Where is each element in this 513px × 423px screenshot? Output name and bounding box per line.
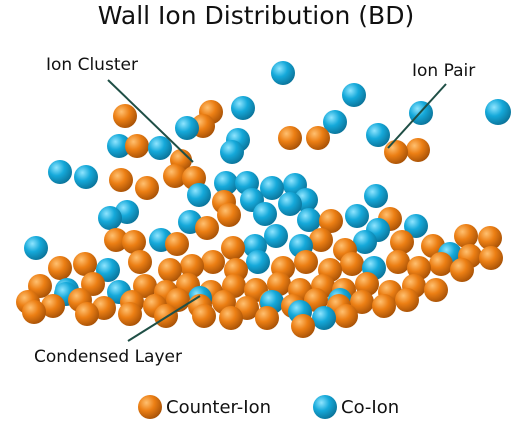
counter-ion-sphere xyxy=(163,164,187,188)
co-ion-legend-label: Co-Ion xyxy=(341,397,399,418)
ion-pair-callout: Ion Pair xyxy=(387,61,475,149)
counter-ion-sphere xyxy=(158,258,182,282)
counter-ion-sphere xyxy=(450,258,474,282)
counter-ion-sphere xyxy=(41,294,65,318)
co-ion-sphere xyxy=(107,134,131,158)
counter-ion-sphere xyxy=(195,216,219,240)
counter-ion-sphere xyxy=(75,302,99,326)
counter-ion-sphere xyxy=(319,209,343,233)
co-ion-sphere xyxy=(364,184,388,208)
co-ion-sphere xyxy=(404,214,428,238)
co-ion-sphere xyxy=(220,140,244,164)
counter-ion-sphere xyxy=(395,288,419,312)
counter-ion-sphere xyxy=(22,300,46,324)
counter-ion-sphere xyxy=(201,250,225,274)
co-ion-sphere xyxy=(485,99,511,125)
condensed-layer-leader-line xyxy=(127,295,201,342)
co-ion-sphere xyxy=(353,230,377,254)
co-ion-sphere xyxy=(297,208,321,232)
ion-cluster-leader-line xyxy=(107,79,194,163)
co-ion-sphere xyxy=(175,116,199,140)
counter-ion-sphere xyxy=(165,232,189,256)
counter-ion-sphere xyxy=(135,176,159,200)
counter-ion-sphere xyxy=(355,272,379,296)
counter-ion-sphere xyxy=(309,228,333,252)
ion-cluster-callout: Ion Cluster xyxy=(46,55,194,163)
legend: Counter-Ion Co-Ion xyxy=(138,395,399,419)
counter-ion-sphere xyxy=(278,126,302,150)
co-ion-sphere xyxy=(48,160,72,184)
counter-ion-legend-marker xyxy=(138,395,162,419)
counter-ion-sphere xyxy=(407,256,431,280)
counter-ion-sphere xyxy=(267,272,291,296)
counter-ion-sphere xyxy=(306,126,330,150)
co-ion-sphere xyxy=(253,202,277,226)
counter-ion-sphere xyxy=(219,306,243,330)
co-ion-sphere xyxy=(260,176,284,200)
counter-ion-sphere xyxy=(221,236,245,260)
counter-ion-sphere xyxy=(294,250,318,274)
counter-ion-sphere xyxy=(454,224,478,248)
co-ion-sphere xyxy=(24,236,48,260)
counter-ion-sphere xyxy=(109,168,133,192)
co-ion-sphere xyxy=(366,123,390,147)
co-ion-sphere xyxy=(98,206,122,230)
co-ion-sphere xyxy=(74,165,98,189)
counter-ion-sphere xyxy=(217,203,241,227)
co-ion-sphere xyxy=(278,192,302,216)
counter-ion-sphere xyxy=(424,278,448,302)
counter-ion-sphere xyxy=(334,304,358,328)
co-ion-sphere xyxy=(246,250,270,274)
counter-ion-sphere xyxy=(350,290,374,314)
co-ion-sphere xyxy=(312,306,336,330)
counter-ion-sphere xyxy=(291,314,315,338)
condensed-layer-label: Condensed Layer xyxy=(34,347,182,367)
counter-ion-sphere xyxy=(429,252,453,276)
counter-ion-sphere xyxy=(118,302,142,326)
counter-ion-sphere xyxy=(255,306,279,330)
counter-ion-sphere xyxy=(390,230,414,254)
counter-ion-sphere xyxy=(192,304,216,328)
counter-ion-legend-label: Counter-Ion xyxy=(166,397,271,418)
counter-ion-sphere xyxy=(340,252,364,276)
co-ion-sphere xyxy=(231,96,255,120)
counter-ion-sphere xyxy=(386,250,410,274)
co-ion-sphere xyxy=(271,61,295,85)
figure-title: Wall Ion Distribution (BD) xyxy=(98,1,414,30)
counter-ion-sphere xyxy=(372,294,396,318)
condensed-layer-callout: Condensed Layer xyxy=(34,295,201,367)
counter-ion-sphere xyxy=(48,256,72,280)
counter-ion-sphere xyxy=(104,228,128,252)
counter-ion-sphere xyxy=(122,230,146,254)
counter-ion-sphere xyxy=(133,274,157,298)
counter-ion-sphere xyxy=(128,250,152,274)
co-ion-legend-marker xyxy=(313,395,337,419)
counter-ion-sphere xyxy=(384,140,408,164)
counter-ion-sphere xyxy=(406,138,430,162)
counter-ion-sphere xyxy=(81,272,105,296)
co-ion-sphere xyxy=(345,204,369,228)
counter-ion-sphere xyxy=(478,226,502,250)
counter-ion-sphere xyxy=(125,134,149,158)
co-ion-sphere xyxy=(148,136,172,160)
co-ion-sphere xyxy=(214,171,238,195)
ion-spheres xyxy=(16,61,511,338)
counter-ion-sphere xyxy=(479,246,503,270)
ion-pair-leader-line xyxy=(387,83,447,149)
counter-ion-sphere xyxy=(154,304,178,328)
counter-ion-sphere xyxy=(180,254,204,278)
co-ion-sphere xyxy=(96,258,120,282)
ion-pair-label: Ion Pair xyxy=(412,61,475,81)
ion-cluster-label: Ion Cluster xyxy=(46,55,138,75)
co-ion-sphere xyxy=(187,183,211,207)
counter-ion-sphere xyxy=(113,104,137,128)
co-ion-sphere xyxy=(342,83,366,107)
co-ion-sphere xyxy=(323,110,347,134)
co-ion-sphere xyxy=(264,224,288,248)
counter-ion-sphere xyxy=(73,252,97,276)
